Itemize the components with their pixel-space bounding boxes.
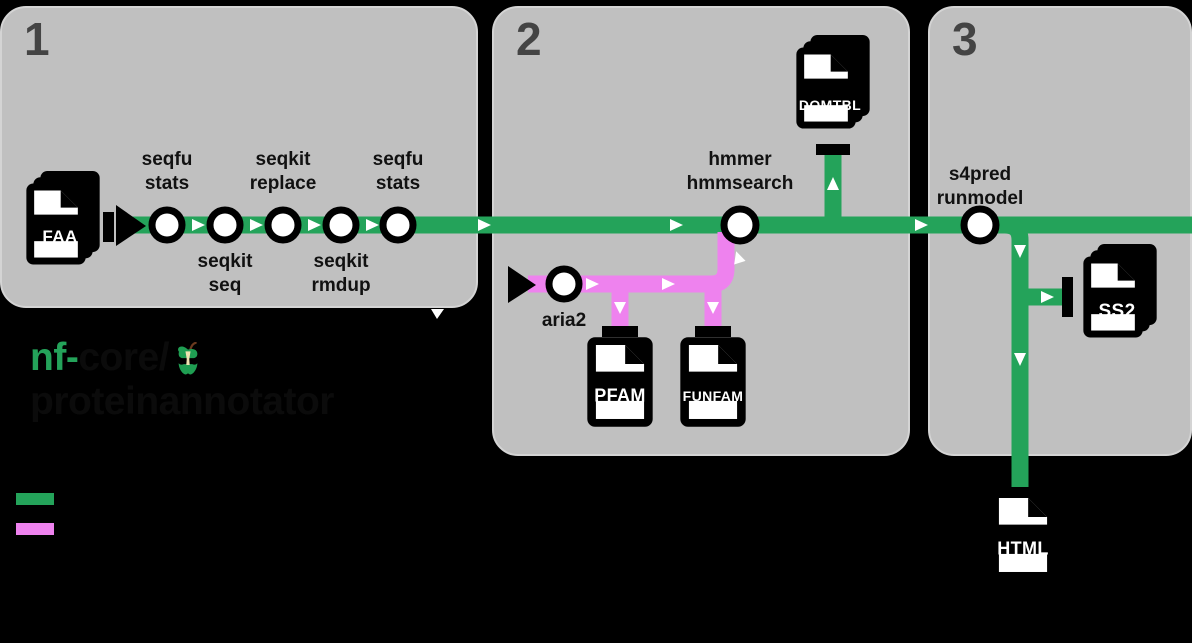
- brand-core: core: [78, 336, 159, 379]
- edge-s4pred-branches: [980, 216, 1073, 487]
- legend-item-green: [16, 488, 62, 510]
- brand-slash: /: [158, 336, 170, 379]
- legend-item-pink: [16, 518, 62, 540]
- file-icon-pfam: [587, 337, 653, 427]
- file-tag-ss2: SS2: [1098, 301, 1136, 322]
- label-hmmer-hmmsearch: hmmer hmmsearch: [686, 149, 794, 194]
- file-tag-html: HTML: [997, 538, 1049, 559]
- green-input-arrowhead: [116, 205, 146, 246]
- brand-dash: -: [65, 336, 79, 379]
- file-icon-faa: [26, 170, 114, 265]
- file-tag-faa: FAA: [42, 227, 78, 246]
- file-icon-funfam: [680, 337, 746, 427]
- label-aria2: aria2: [541, 310, 587, 331]
- label-seqfu-stats-2: seqfu stats: [372, 149, 424, 194]
- node-seqfu-stats-2[interactable]: [379, 206, 417, 244]
- file-tag-domtbl: DOMTBL: [798, 97, 862, 113]
- label-seqkit-seq: seqkit seq: [197, 251, 253, 296]
- node-hmmer-hmmsearch[interactable]: [720, 205, 760, 245]
- brand-logo: nf-core/ proteinannotator: [30, 336, 450, 424]
- panel-3-number: 3: [952, 13, 978, 65]
- node-s4pred-runmodel[interactable]: [960, 205, 1000, 245]
- file-icon-html: [990, 490, 1056, 580]
- label-seqfu-stats-1: seqfu stats: [141, 149, 193, 194]
- label-seqkit-replace: seqkit replace: [249, 149, 317, 194]
- node-seqfu-stats-1[interactable]: [148, 206, 186, 244]
- panel-1-number: 1: [24, 13, 50, 65]
- edge-aria2-pink-chain: [508, 232, 746, 337]
- legend-swatch-pink: [16, 523, 54, 535]
- brand-pipeline-name: proteinannotator: [30, 380, 334, 423]
- file-tag-pfam: PFAM: [594, 385, 646, 406]
- legend-swatch-green: [16, 493, 54, 505]
- apple-core-icon: [173, 342, 203, 376]
- edge-hmmsearch-to-domtbl: [816, 144, 850, 225]
- node-seqkit-replace[interactable]: [264, 206, 302, 244]
- panel1-overflow-marker: [431, 309, 444, 319]
- brand-nf: nf: [30, 336, 66, 379]
- node-seqkit-seq[interactable]: [206, 206, 244, 244]
- node-aria2[interactable]: [545, 265, 583, 303]
- label-seqkit-rmdup: seqkit rmdup: [311, 251, 371, 296]
- legend: [16, 488, 62, 548]
- file-icon-domtbl: [796, 34, 870, 129]
- green-flow-arrow-markers: [192, 219, 928, 231]
- file-tag-funfam: FUNFAM: [682, 388, 744, 404]
- file-icon-ss2: [1083, 243, 1157, 338]
- node-seqkit-rmdup[interactable]: [322, 206, 360, 244]
- label-s4pred-runmodel: s4pred runmodel: [936, 164, 1024, 209]
- panel-2-number: 2: [516, 13, 542, 65]
- process-nodes: [148, 205, 1000, 303]
